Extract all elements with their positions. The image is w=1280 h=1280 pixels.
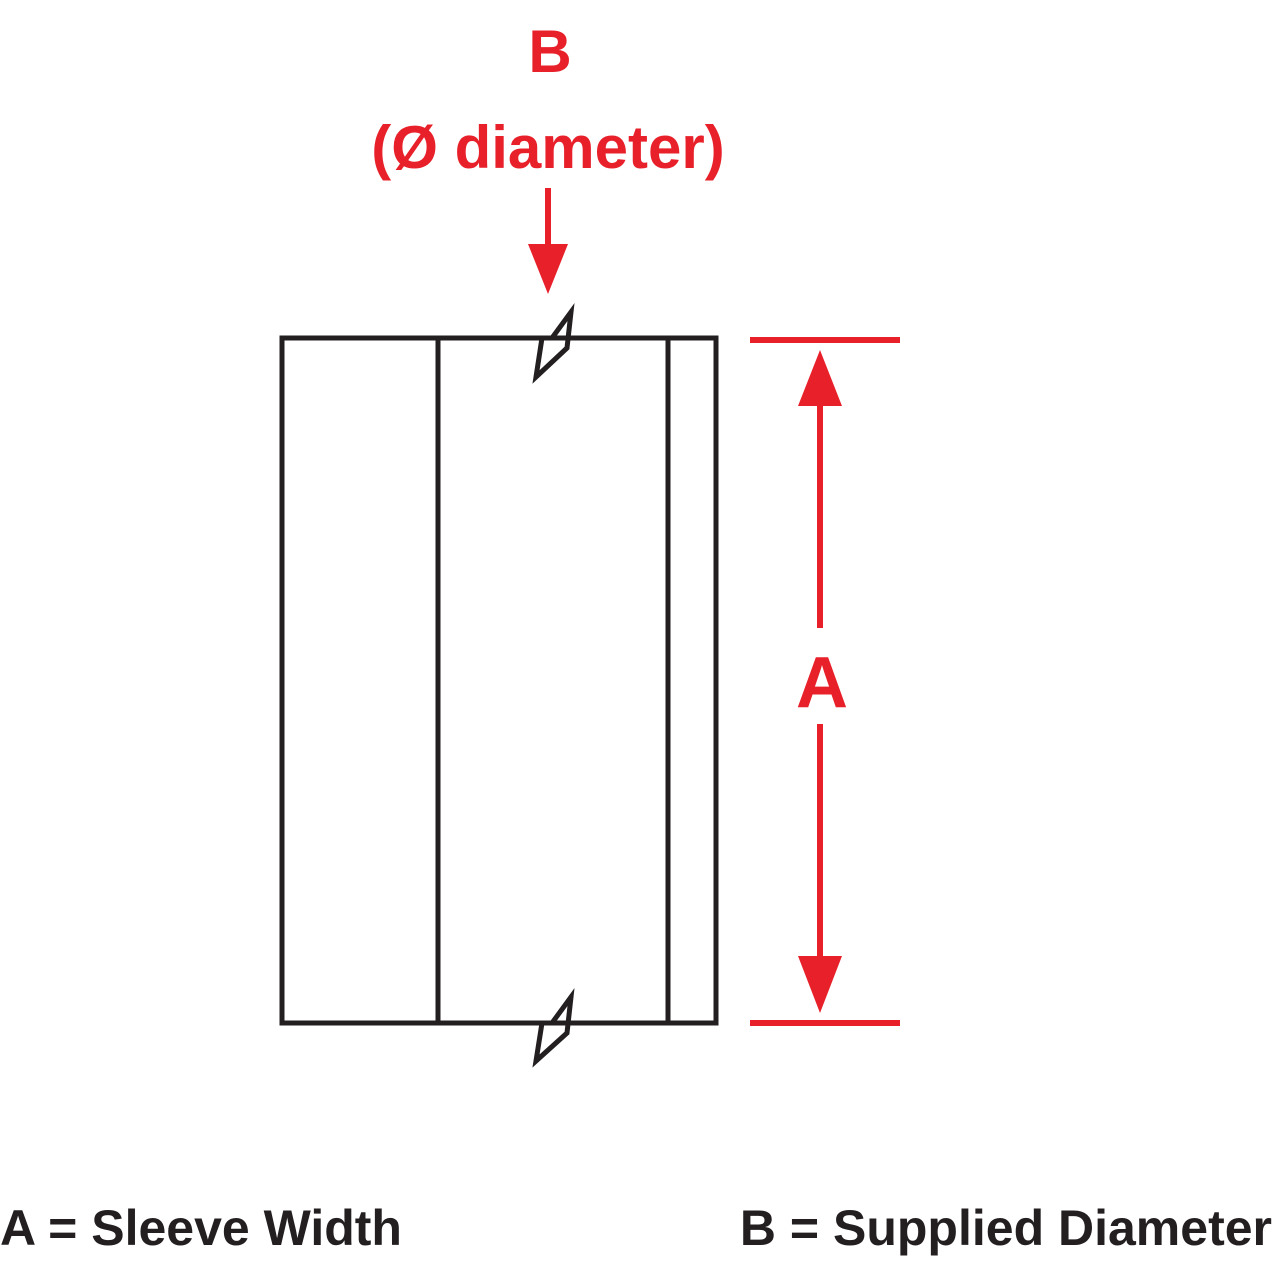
sleeve-right-strip — [665, 335, 719, 1026]
bottom-edge-break — [438, 987, 668, 1068]
a-dimension: A — [750, 337, 900, 1026]
legend-a-definition: A = Sleeve Width — [0, 1200, 402, 1256]
sleeve-left-panel — [279, 335, 441, 1026]
sleeve-outline — [279, 302, 719, 1068]
b-diameter-label: (Ø diameter) — [371, 114, 724, 181]
a-arrow-down — [798, 956, 842, 1013]
a-arrow-up — [798, 350, 842, 406]
b-label: B — [528, 18, 571, 85]
top-edge-break — [438, 302, 668, 384]
b-pointer-arrow — [528, 188, 568, 294]
legend-b-definition: B = Supplied Diameter — [740, 1200, 1272, 1256]
a-label: A — [796, 643, 848, 723]
